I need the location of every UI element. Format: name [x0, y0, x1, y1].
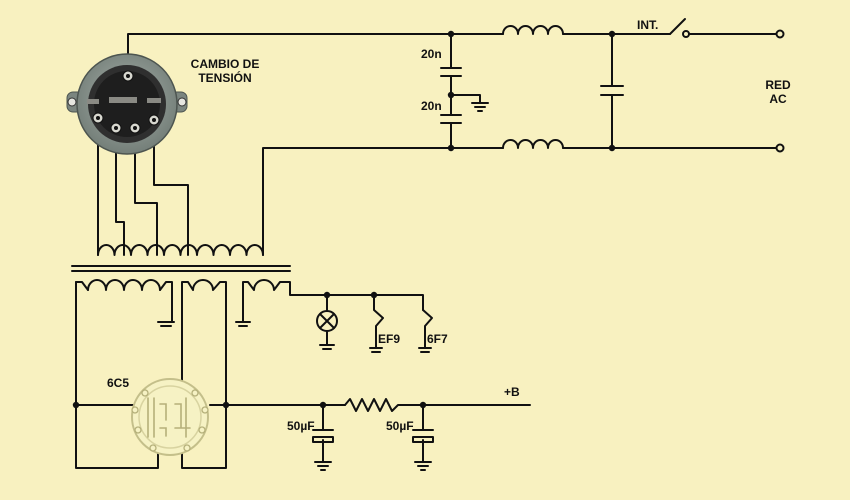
- cap-50uf-1-plate: [312, 436, 334, 443]
- selector-label: CAMBIO DE TENSIÓN: [180, 57, 270, 85]
- voltage-selector: [66, 53, 188, 155]
- mains-label-line-1: RED: [765, 78, 791, 92]
- cap-50uf-2-value: 50µF: [386, 419, 414, 433]
- secondary-heaters: [242, 279, 424, 323]
- pilot-lamp: [316, 310, 338, 332]
- 6f7-heater: [422, 309, 433, 349]
- tap-wire-3: [134, 129, 158, 256]
- ground-lamp: [319, 344, 335, 350]
- ground-cap-2: [414, 461, 432, 471]
- ground-heaters: [235, 321, 251, 327]
- selector-label-line-2: TENSIÓN: [198, 71, 252, 85]
- mains-switch: [669, 18, 686, 35]
- rectifier-tube: [131, 378, 209, 456]
- cap-top-value: 20n: [421, 47, 442, 61]
- cap-20n-bottom: [440, 114, 462, 124]
- cap-x: [600, 33, 624, 149]
- b-plus-label: +B: [504, 385, 520, 399]
- tap-wire-4: [153, 121, 189, 256]
- transformer-core: [71, 265, 291, 272]
- mains-label: RED AC: [758, 78, 798, 106]
- cap-20n-top: [440, 67, 462, 77]
- cap-50uf-2-plate: [412, 436, 434, 443]
- primary-winding: [97, 244, 264, 256]
- mains-terminal-bottom: [775, 143, 785, 153]
- ef9-label: EF9: [378, 332, 401, 346]
- bottom-wire: [262, 147, 781, 256]
- secondary-hv-ends: [75, 281, 173, 323]
- filter-resistor: [344, 398, 401, 412]
- top-choke: [502, 25, 564, 35]
- bottom-choke: [502, 139, 564, 149]
- selector-label-line-1: CAMBIO DE: [190, 57, 260, 71]
- cap-50uf-1: [312, 404, 334, 463]
- ground-6f7: [418, 347, 432, 353]
- mains-label-line-2: AC: [769, 92, 787, 106]
- junction-dots: [72, 30, 616, 409]
- secondary-rect-heater: [181, 279, 227, 469]
- switch-label: INT.: [637, 18, 659, 32]
- cap-50uf-1-value: 50µF: [287, 419, 315, 433]
- cap-50uf-2: [412, 404, 434, 463]
- switch-contact: [682, 30, 690, 38]
- 6f7-label: 6F7: [427, 332, 448, 346]
- tap-wire-2: [115, 129, 125, 256]
- pilot-lamp-cross: [319, 313, 335, 329]
- tube-label: 6C5: [107, 376, 130, 390]
- ground-cap-mid: [450, 94, 489, 112]
- mains-terminal-top: [775, 29, 785, 39]
- ground-hv-ct: [157, 321, 175, 327]
- ef9-heater: [373, 294, 384, 349]
- ground-ef9: [369, 347, 383, 353]
- ground-cap-1: [314, 461, 332, 471]
- cap-bottom-value: 20n: [421, 99, 442, 113]
